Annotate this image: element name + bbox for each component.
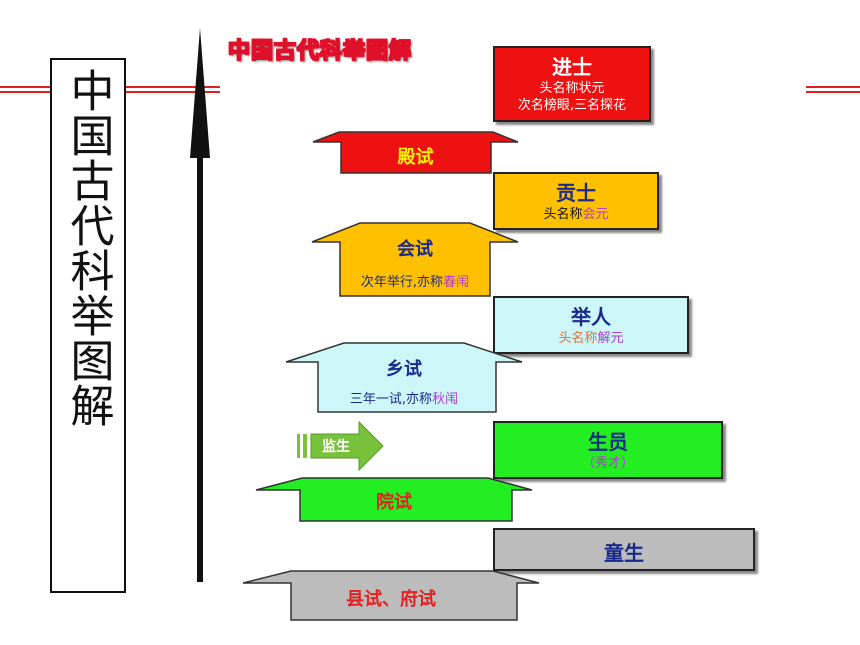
rank-gongshi-desc: 头名称会元 [495,206,657,223]
decorative-line-right [806,86,860,93]
rank-gongshi-highlight: 会元 [582,207,609,222]
rank-jinshi-line2: 次名榜眼,三名探花 [517,98,627,113]
rank-tongsheng-title: 童生 [604,541,644,565]
rank-juren-desc: 头名称解元 [495,330,687,347]
exam-jiansheng-arrow-shape [297,420,384,472]
exam-xianshi-title: 县试、府试 [346,589,436,610]
rank-shengyuan-sub: （秀才） [581,456,634,471]
rank-gongshi-prefix: 头名称 [543,207,583,222]
exam-xiangshi-prefix: 三年一试,亦称 [349,392,433,407]
exam-huishi-desc: 次年举行,亦称春闱 [312,271,518,290]
rank-shengyuan-title: 生员 [588,430,628,454]
exam-yuanshi-arrow-shape [255,477,533,522]
exam-xiangshi-desc: 三年一试,亦称秋闱 [286,388,522,407]
rank-juren-prefix: 头名称 [558,331,598,346]
exam-dianshi-arrow-shape [312,131,519,174]
rank-juren-title: 举人 [571,305,611,329]
exam-xiangshi: 乡试 三年一试,亦称秋闱 [285,342,523,413]
rank-gongshi-title: 贡士 [556,181,596,205]
exam-xianshi: 县试、府试 [242,570,540,621]
axis-arrow-line [197,150,203,582]
exam-dianshi: 殿试 [312,131,519,174]
exam-xiangshi-title: 乡试 [386,359,422,380]
rank-gongshi: 贡士 头名称会元 [493,172,659,230]
diagram-title: 中国古代科举图解 [227,38,413,64]
exam-huishi: 会试 次年举行,亦称春闱 [311,222,519,297]
rank-jinshi-line1: 头名称状元 [539,81,605,96]
exam-dianshi-title: 殿试 [397,147,434,168]
exam-huishi-arrow-shape [311,222,519,297]
exam-xiangshi-highlight: 秋闱 [432,392,459,407]
vertical-title-box: 中国古代科举图解 [50,58,126,593]
exam-jiansheng-title: 监生 [322,439,350,455]
exam-yuanshi-title: 院试 [376,492,412,513]
exam-huishi-prefix: 次年举行,亦称 [360,275,444,290]
exam-huishi-highlight: 春闱 [443,275,470,290]
exam-yuanshi: 院试 [255,477,533,522]
rank-jinshi: 进士 头名称状元 次名榜眼,三名探花 [493,46,651,122]
exam-xianshi-arrow-shape [242,570,540,621]
rank-jinshi-title: 进士 [552,55,592,79]
rank-juren: 举人 头名称解元 [493,296,689,354]
exam-huishi-title: 会试 [397,239,433,260]
rank-juren-highlight: 解元 [597,331,624,346]
vertical-title: 中国古代科举图解 [62,68,114,428]
rank-shengyuan: 生员 （秀才） [493,421,723,479]
axis-arrow-head [190,28,210,158]
rank-tongsheng: 童生 [493,528,755,571]
exam-jiansheng: 监生 [297,420,384,472]
exam-xiangshi-arrow-shape [285,342,523,413]
